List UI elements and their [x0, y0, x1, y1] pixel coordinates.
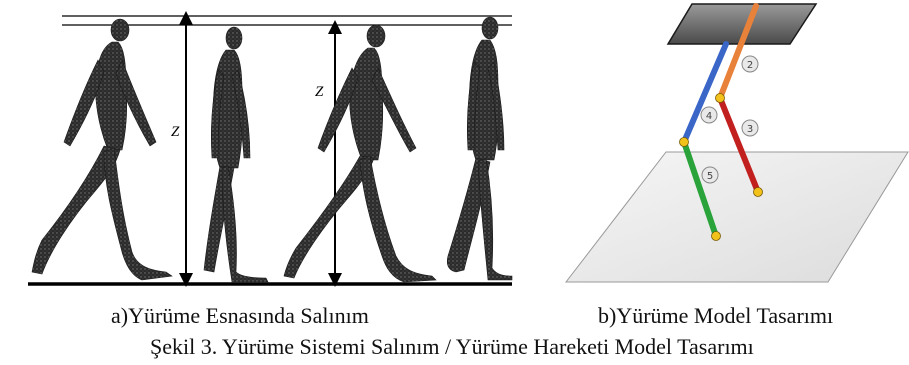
link-badge-4: 4 — [701, 107, 717, 123]
link-number-5: 5 — [707, 171, 713, 182]
height-label-2: Z — [315, 84, 324, 100]
joint-knee-left — [680, 138, 689, 147]
panel-b-walking-model: 2 3 4 5 — [566, 4, 908, 282]
link-number-3: 3 — [747, 124, 753, 135]
panel-b-caption: b)Yürüme Model Tasarımı — [598, 305, 833, 327]
link-number-2: 2 — [747, 60, 753, 71]
height-label-1: Z — [171, 124, 180, 140]
walker-figure-1 — [32, 19, 172, 280]
walker-figure-4 — [447, 17, 512, 280]
joint-foot-left — [712, 232, 721, 241]
joint-knee-right — [716, 94, 725, 103]
walker-figure-2 — [204, 27, 268, 282]
panel-a-caption: a)Yürüme Esnasında Salınım — [111, 305, 369, 327]
figure-caption: Şekil 3. Yürüme Sistemi Salınım / Yürüme… — [150, 336, 754, 358]
walker-figure-3 — [284, 25, 436, 282]
link-badge-3: 3 — [742, 120, 758, 136]
joint-foot-right — [754, 188, 763, 197]
link-badge-5: 5 — [702, 167, 718, 183]
link-badge-2: 2 — [742, 56, 758, 72]
link-number-4: 4 — [706, 111, 712, 122]
floor-plane — [566, 152, 908, 282]
panel-a-walking-sway: Z Z — [28, 16, 512, 284]
